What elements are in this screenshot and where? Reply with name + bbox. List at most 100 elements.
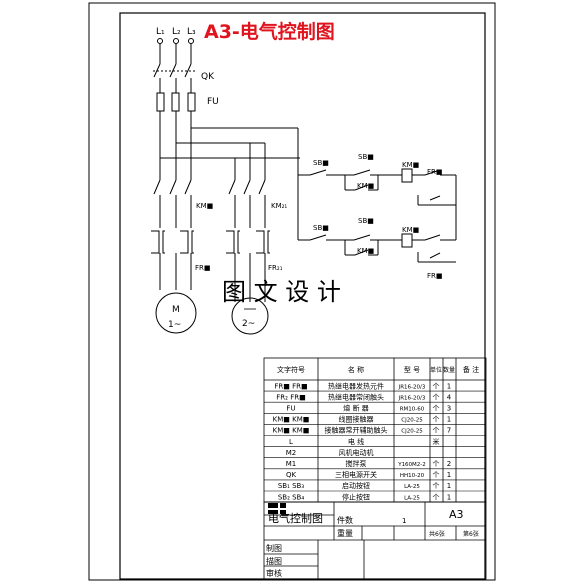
title-block-sheet-no: 第6张 <box>463 530 479 538</box>
bom-cell: 熔 断 器 <box>343 404 368 413</box>
bom-cell: 接触器常开辅助触头 <box>325 426 388 435</box>
bom-cell: KM■ KM■ <box>273 416 310 424</box>
title-block <box>263 501 487 580</box>
bom-cell: LA-25 <box>404 484 420 490</box>
bom-cell: Y160M2-2 <box>397 462 426 468</box>
fr-main-label: FR■ <box>195 264 211 272</box>
phase-label-l2: L₂ <box>172 27 181 37</box>
bom-cell: 个 <box>433 471 440 479</box>
sb-d-label: SB■ <box>358 217 374 225</box>
power-circuit <box>151 38 300 335</box>
title-block-size: A3 <box>449 508 464 521</box>
qk-label: QK <box>201 72 215 82</box>
title-block-sheets-total: 共6张 <box>429 530 445 538</box>
bom-cell: 个 <box>433 393 440 401</box>
bom-cell: KM■ KM■ <box>273 427 310 435</box>
title-block-weight-label: 重量 <box>337 528 353 538</box>
bom-cell: 1 <box>447 416 451 424</box>
bom-cell: 1 <box>447 471 451 479</box>
bom-header-cell: 文字符号 <box>277 365 305 374</box>
sb-c-label: SB■ <box>313 224 329 232</box>
bom-cell: QK <box>286 471 297 479</box>
km-sub-label: KM₂₁ <box>271 202 287 210</box>
bom-cell: 4 <box>447 393 452 401</box>
bom-header-row: 文字符号 名 称 型 号 单位数量备 注 <box>277 365 479 374</box>
bom-cell: 电 线 <box>348 437 364 446</box>
km-contact-a-label: KM■ <box>357 182 374 190</box>
bom-cell: 个 <box>433 416 440 424</box>
motor1-sub-label: 1~ <box>168 320 181 330</box>
bom-cell: 1 <box>447 382 451 390</box>
bom-cell: 1 <box>447 493 451 501</box>
bom-cell: 线圈接触器 <box>339 415 374 424</box>
bom-cell: RM10-60 <box>400 407 425 413</box>
bom-cell: 1 <box>447 482 451 490</box>
title-block-count-label: 件数 <box>337 515 353 525</box>
bom-cell: 7 <box>447 427 451 435</box>
bom-cell: CJ20-25 <box>401 429 423 435</box>
km-contact-b-label: KM■ <box>357 247 374 255</box>
bom-cell: 个 <box>433 427 440 435</box>
bom-cell: 个 <box>433 493 440 501</box>
bom-cell: 启动按钮 <box>342 481 370 490</box>
fr-b-label: FR■ <box>427 272 443 280</box>
km-coil-b-label: KM■ <box>402 226 419 234</box>
bom-cell: 停止按钮 <box>342 492 370 501</box>
bom-cell: JR16-20/3 <box>398 395 426 401</box>
phase-label-l3: L₃ <box>187 27 196 37</box>
title-block-mark <box>280 510 286 514</box>
title-block-drawn-label: 制图 <box>266 543 282 553</box>
outer-border <box>88 2 496 581</box>
bom-cell: FR₂ FR■ <box>276 393 305 401</box>
bom-cell: FR■ FR■ <box>274 382 307 390</box>
bom-cell: 3 <box>447 405 451 413</box>
title-block-mark <box>268 510 278 514</box>
fr-a-label: FR■ <box>427 168 443 176</box>
sb-b-label: SB■ <box>358 153 374 161</box>
bom-cell: 三相电源开关 <box>335 470 377 479</box>
title-block-traced-label: 描图 <box>266 556 282 566</box>
title-block-mark <box>268 503 278 508</box>
bom-cell: 风机电动机 <box>339 448 374 457</box>
bom-cell: 个 <box>433 382 440 390</box>
bom-cell: SB₁ SB₃ <box>278 482 305 490</box>
bom-cell: 热继电器发热元件 <box>328 381 384 390</box>
bom-cell: 米 <box>433 437 440 446</box>
bom-cell: CJ20-25 <box>401 418 423 424</box>
bom-cell: 热继电器常闭触头 <box>328 392 384 401</box>
drawing-title: A3-电气控制图 <box>204 20 335 43</box>
bom-header-cell: 单位 <box>430 366 442 374</box>
bom-cell: LA-25 <box>404 495 420 501</box>
bom-header-cell: 名 称 <box>348 365 364 374</box>
bom-cell: M2 <box>286 449 297 457</box>
bom-cell: 个 <box>433 405 440 413</box>
fu-label: FU <box>207 97 219 107</box>
bom-cell: FU <box>286 405 295 413</box>
bom-cell: L <box>289 438 293 446</box>
phase-label-l1: L₁ <box>156 27 165 37</box>
title-block-name: 电气控制图 <box>268 511 323 525</box>
title-block-count-value: 1 <box>402 517 406 525</box>
motor2-sub-label: 2~ <box>242 319 255 329</box>
bom-cell: SB₂ SB₄ <box>278 493 305 501</box>
title-block-mark <box>280 503 286 508</box>
title-block-checked-label: 审核 <box>266 568 282 578</box>
bom-header-cell: 数量 <box>443 366 455 374</box>
bom-cell: M1 <box>286 460 297 468</box>
motor1-label: M <box>172 305 180 315</box>
bom-header-cell: 型 号 <box>404 365 420 374</box>
control-circuit <box>297 128 457 263</box>
bom-header-cell: 备 注 <box>463 365 479 374</box>
bom-cell: 个 <box>433 482 440 490</box>
watermark: 图 文 设 计 <box>222 278 341 306</box>
bom-cell: HH10-20 <box>400 473 425 479</box>
bom-cell: 搅拌泵 <box>346 459 367 468</box>
km-coil-a-label: KM■ <box>402 161 419 169</box>
fr-sub-label: FR₂₁ <box>268 264 283 272</box>
sb-a-label: SB■ <box>313 159 329 167</box>
bom-cell: JR16-20/3 <box>398 384 426 390</box>
bom-cell: 2 <box>447 460 451 468</box>
km-main-label: KM■ <box>196 202 213 210</box>
